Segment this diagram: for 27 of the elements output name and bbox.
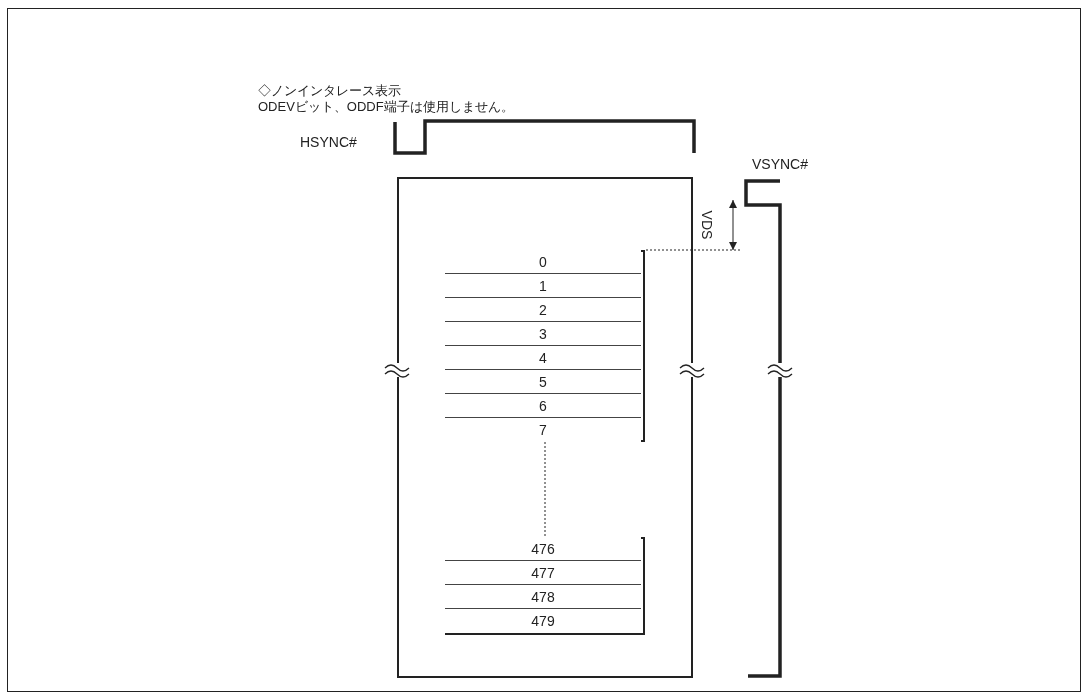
line-row — [445, 561, 641, 585]
display-frame — [397, 177, 693, 678]
dimension-label: VDS — [700, 210, 715, 240]
heading: ◇ノンインタレース表示 — [258, 84, 401, 97]
line-row — [445, 322, 641, 346]
line-number: 478 — [531, 589, 555, 604]
line-row — [445, 298, 641, 322]
line-row — [445, 585, 641, 609]
line-number: 477 — [531, 565, 555, 580]
signal-name: VSYNC# — [752, 157, 809, 171]
dotted-connector — [544, 441, 546, 538]
line-number: 6 — [539, 398, 547, 413]
line-number: 3 — [539, 326, 547, 341]
line-number: 2 — [539, 302, 547, 317]
line-number: 0 — [539, 254, 547, 269]
line-number: 7 — [539, 423, 547, 437]
line-number: 1 — [539, 278, 547, 293]
note: ODEVビット、ODDF端子は使用しません。 — [258, 100, 514, 113]
line-number: 5 — [539, 374, 547, 389]
signal-name: HSYNC# — [300, 135, 357, 149]
line-number: 4 — [539, 350, 547, 365]
line-row — [445, 274, 641, 298]
line-row — [445, 346, 641, 370]
line-row — [445, 370, 641, 394]
line-number: 476 — [531, 541, 555, 556]
line-row — [445, 394, 641, 418]
line-number: 479 — [531, 614, 555, 628]
